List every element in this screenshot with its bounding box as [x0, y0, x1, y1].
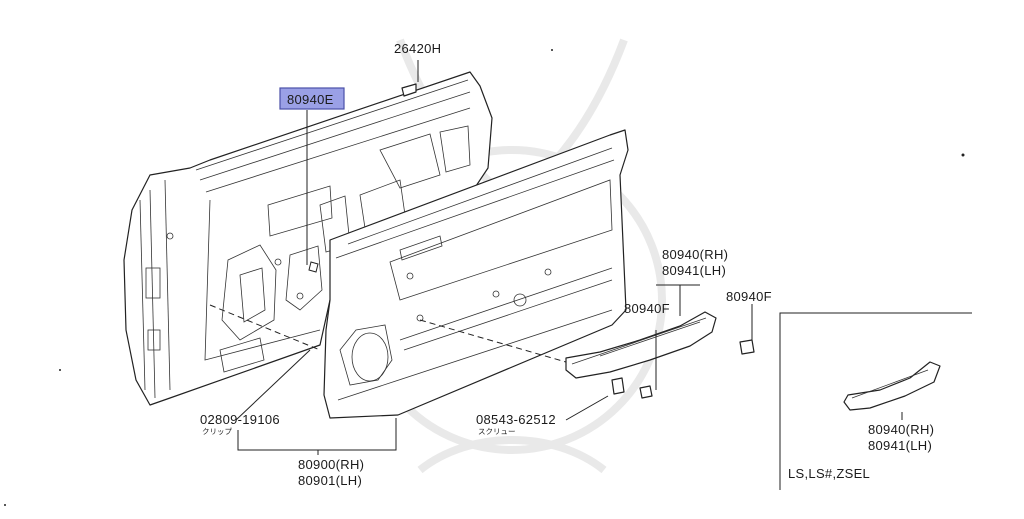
door-trim-panel [323, 129, 629, 419]
scan-specks [4, 49, 965, 506]
label-inset-rh: 80940(RH) [868, 422, 934, 437]
label-trim-lh: 80901(LH) [298, 473, 362, 488]
callout-molding: 26420H [394, 41, 441, 56]
label-clip-code: 02809-19106 [200, 412, 280, 427]
door-shell [123, 71, 493, 406]
label-trim-rh: 80900(RH) [298, 457, 364, 472]
inset-caption: LS,LS#,ZSEL [788, 466, 870, 481]
label-screw-code: 08543-62512 [476, 412, 556, 427]
label-80940e: 80940E [287, 92, 334, 107]
callout-clip-top: 80940E [279, 87, 345, 110]
callout-armrest: 80940(RH) 80941(LH) [662, 247, 728, 278]
callout-trim-panel: 80900(RH) 80901(LH) [298, 457, 364, 488]
highlight-box [279, 87, 345, 110]
label-armrest-lh: 80941(LH) [662, 263, 726, 278]
leader-lines [209, 60, 903, 455]
label-cap-left: 80940F [624, 301, 670, 316]
label-clip-note: クリップ [202, 427, 232, 436]
label-armrest-rh: 80940(RH) [662, 247, 728, 262]
callout-screw: 08543-62512 スクリュー [476, 412, 556, 436]
callout-clip-bottom: 02809-19106 クリップ [200, 412, 280, 436]
label-cap-right: 80940F [726, 289, 772, 304]
armrest-part [565, 311, 755, 399]
label-26420h: 26420H [394, 41, 441, 56]
inset-armrest-part [843, 361, 941, 411]
label-inset-lh: 80941(LH) [868, 438, 932, 453]
inset-frame [779, 312, 972, 490]
label-screw-note: スクリュー [478, 427, 516, 436]
callout-inset-armrest: 80940(RH) 80941(LH) [868, 422, 934, 453]
